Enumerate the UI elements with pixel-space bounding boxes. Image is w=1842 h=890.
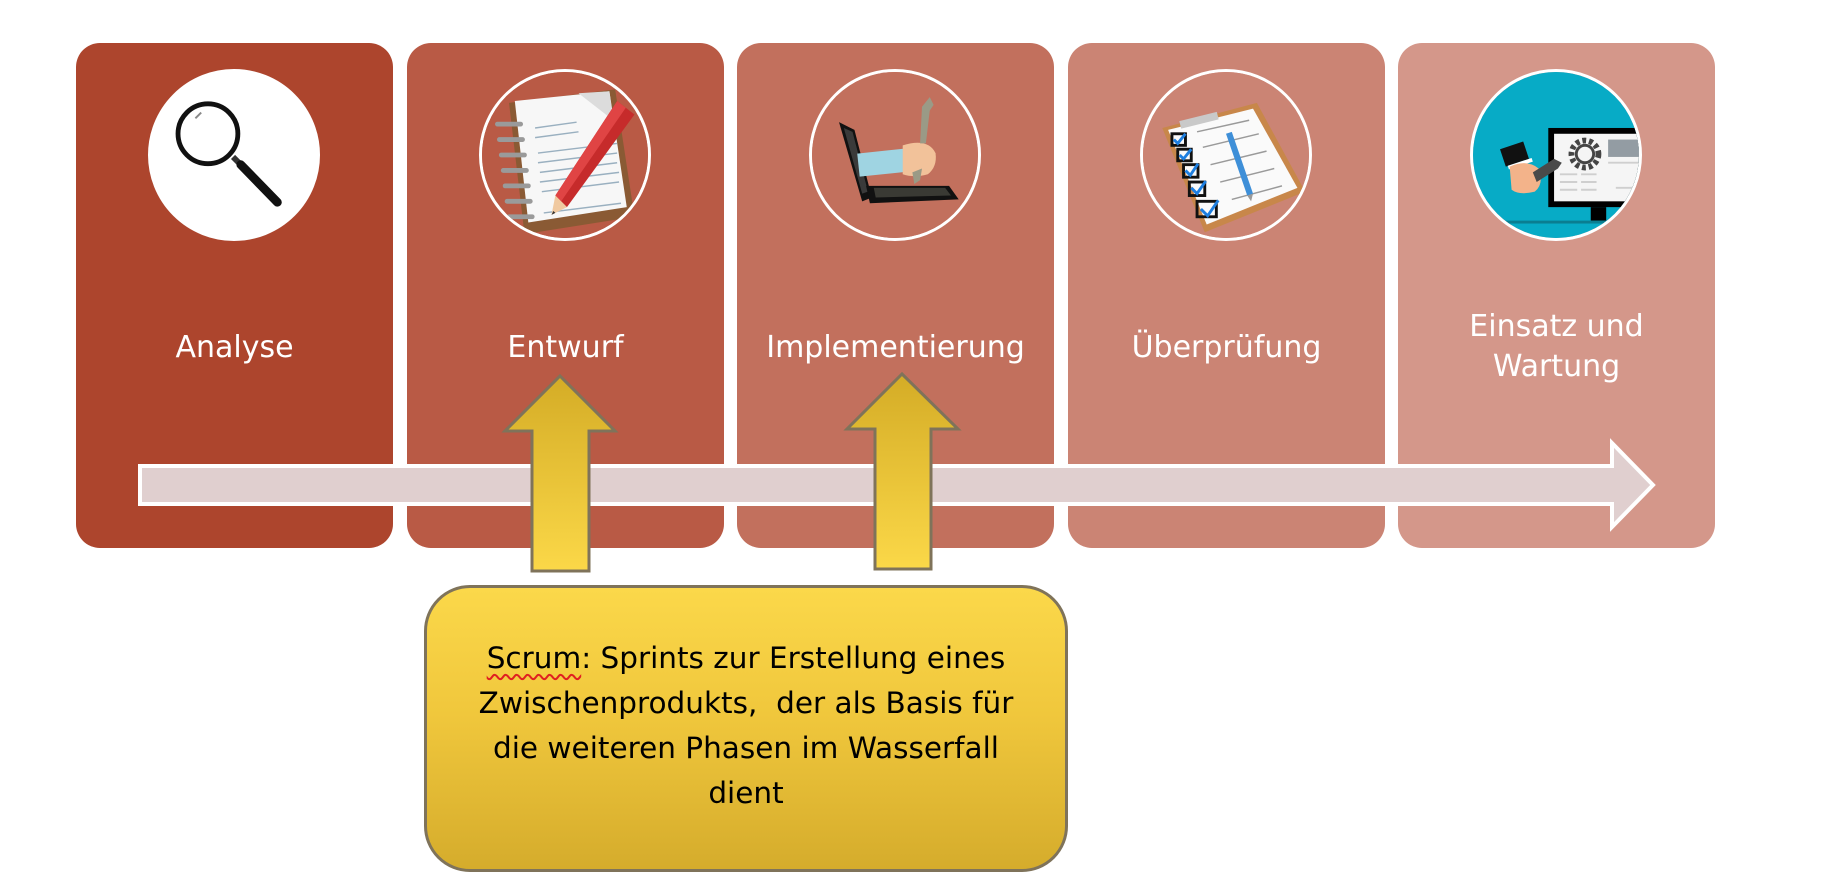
- phase-label: Einsatz und Wartung: [1398, 307, 1715, 387]
- callout-line-1-rest: : Sprints zur Erstellung eines: [581, 640, 1006, 675]
- phase-label-line-2: Wartung: [1492, 349, 1621, 384]
- callout-keyword: Scrum: [486, 640, 582, 675]
- phase-label: Überprüfung: [1131, 330, 1322, 365]
- callout-line-2: Zwischenprodukts, der als Basis für: [478, 685, 1014, 720]
- laptop-wrench-icon: [809, 69, 981, 241]
- phase-label-line-1: Einsatz und: [1469, 309, 1644, 344]
- scrum-arrow-up-entwurf: [501, 373, 619, 573]
- checklist-clipboard-icon: [1140, 69, 1312, 241]
- callout-text: Scrum: Sprints zur Erstellung eines Zwis…: [459, 636, 1034, 816]
- phase-label: Implementierung: [766, 330, 1025, 365]
- phase-card-einsatz-wartung: Einsatz und Wartung: [1398, 43, 1715, 548]
- phase-card-ueberpruefung: Überprüfung: [1068, 43, 1385, 548]
- phase-label: Entwurf: [507, 330, 624, 365]
- scrum-callout: Scrum: Sprints zur Erstellung eines Zwis…: [424, 585, 1068, 872]
- callout-line-4: dient: [708, 775, 784, 810]
- phase-card-analyse: Analyse: [76, 43, 393, 548]
- callout-line-3: die weiteren Phasen im Wasserfall: [492, 730, 1000, 765]
- callout-line-1: Scrum: Sprints zur Erstellung eines: [479, 636, 1014, 681]
- notepad-pencil-icon: [479, 69, 651, 241]
- monitor-maintenance-icon: [1470, 69, 1642, 241]
- magnifying-glass-icon: [148, 69, 320, 241]
- phase-label: Analyse: [175, 330, 294, 365]
- scrum-arrow-up-implementierung: [843, 371, 962, 571]
